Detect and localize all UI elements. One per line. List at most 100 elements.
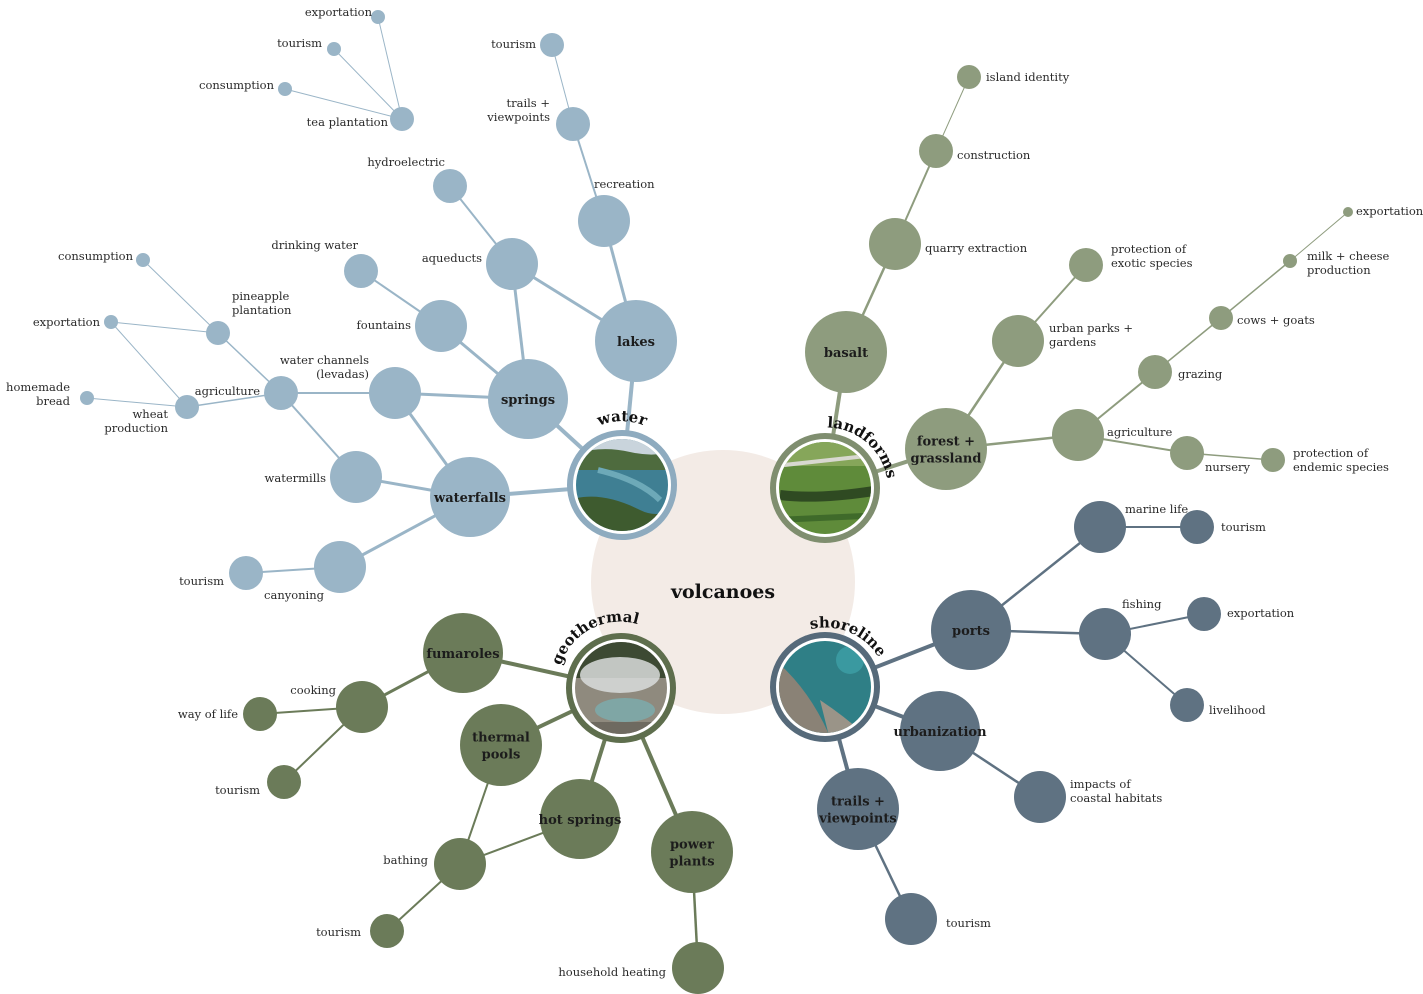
landforms-photo — [779, 442, 871, 534]
node-s_tourism1[interactable] — [1180, 510, 1214, 544]
node-s_livelihood[interactable] — [1170, 688, 1204, 722]
node-g_thermal[interactable] — [460, 704, 542, 786]
node-w_recreation[interactable] — [578, 195, 630, 247]
label-s_livelihood: livelihood — [1209, 703, 1266, 717]
node-s_trails[interactable] — [817, 768, 899, 850]
label-s_trails: trails +viewpoints — [818, 795, 896, 827]
label-l_export: exportation — [1356, 204, 1423, 218]
node-l_milk[interactable] — [1283, 254, 1297, 268]
node-w_waterfalls[interactable] — [430, 457, 510, 537]
node-w_tourism_top[interactable] — [540, 33, 564, 57]
label-w_export1: exportation — [33, 315, 101, 329]
label-g_hotsprings: hot springs — [539, 813, 622, 828]
node-w_drinking[interactable] — [344, 254, 378, 288]
label-g_heating: household heating — [558, 965, 666, 979]
theme-hub-water[interactable]: water — [567, 407, 680, 545]
node-w_export1[interactable] — [104, 315, 118, 329]
node-w_springs[interactable] — [488, 359, 568, 439]
label-l_agri: agriculture — [1107, 425, 1172, 439]
label-s_fishing: fishing — [1122, 597, 1162, 611]
node-w_aqueducts[interactable] — [486, 238, 538, 290]
label-s_export: exportation — [1227, 606, 1295, 620]
label-w_drinking: drinking water — [271, 238, 358, 252]
node-g_power[interactable] — [651, 811, 733, 893]
node-s_export[interactable] — [1187, 597, 1221, 631]
node-l_grazing[interactable] — [1138, 355, 1172, 389]
node-w_agri[interactable] — [264, 376, 298, 410]
node-l_endemic[interactable] — [1261, 448, 1285, 472]
node-w_pineapple[interactable] — [206, 321, 230, 345]
node-g_wayoflife[interactable] — [243, 697, 277, 731]
node-l_basalt[interactable] — [805, 311, 887, 393]
node-s_marine[interactable] — [1074, 501, 1126, 553]
label-g_wayoflife: way of life — [178, 707, 238, 721]
node-g_heating[interactable] — [672, 942, 724, 994]
label-s_tourism2: tourism — [946, 916, 991, 930]
node-l_quarry[interactable] — [869, 218, 921, 270]
node-w_hydro[interactable] — [433, 169, 467, 203]
node-g_fumaroles[interactable] — [423, 613, 503, 693]
edge-w_wheat-w_bread — [86, 397, 188, 408]
label-w_tourism3: tourism — [179, 574, 224, 588]
node-l_exotic[interactable] — [1069, 248, 1103, 282]
theme-hub-shoreline[interactable]: shoreline — [770, 613, 890, 747]
edge-l_cows-l_milk — [1220, 260, 1291, 319]
node-w_fountains[interactable] — [415, 300, 467, 352]
node-w_channels[interactable] — [369, 367, 421, 419]
node-g_cooking[interactable] — [336, 681, 388, 733]
node-g_tourism1[interactable] — [267, 765, 301, 799]
node-l_nursery[interactable] — [1170, 436, 1204, 470]
node-l_forest[interactable] — [905, 408, 987, 490]
node-l_island[interactable] — [957, 65, 981, 89]
node-w_bread[interactable] — [80, 391, 94, 405]
node-w_tea[interactable] — [390, 107, 414, 131]
label-l_construction: construction — [957, 148, 1031, 162]
node-s_fishing[interactable] — [1079, 608, 1131, 660]
label-w_watermills: watermills — [265, 471, 327, 485]
node-w_trails[interactable] — [556, 107, 590, 141]
node-w_consumption2[interactable] — [278, 82, 292, 96]
edge-w_pineapple-w_export1 — [110, 321, 219, 334]
label-w_trails: trails +viewpoints — [486, 96, 550, 124]
label-w_recreation: recreation — [594, 177, 655, 191]
node-g_tourism2[interactable] — [370, 914, 404, 948]
node-s_ports[interactable] — [931, 590, 1011, 670]
node-s_urban[interactable] — [900, 691, 980, 771]
theme-hub-geothermal[interactable]: geothermal — [547, 607, 680, 748]
label-w_hydro: hydroelectric — [367, 155, 445, 169]
theme-hub-landforms[interactable]: landforms — [770, 413, 901, 548]
node-w_tourism2[interactable] — [327, 42, 341, 56]
node-w_export2[interactable] — [371, 10, 385, 24]
node-l_construction[interactable] — [919, 134, 953, 168]
label-g_tourism2: tourism — [316, 925, 361, 939]
node-w_watermills[interactable] — [330, 451, 382, 503]
label-g_cooking: cooking — [290, 683, 336, 697]
node-s_impacts[interactable] — [1014, 771, 1066, 823]
node-g_hotsprings[interactable] — [540, 779, 620, 859]
node-s_tourism2[interactable] — [885, 893, 937, 945]
node-l_urbanparks[interactable] — [992, 315, 1044, 367]
node-l_export[interactable] — [1343, 207, 1353, 217]
edge-w_export1-w_wheat — [110, 321, 188, 408]
node-w_tourism3[interactable] — [229, 556, 263, 590]
node-l_agri[interactable] — [1052, 409, 1104, 461]
theme-label-water: water — [594, 407, 651, 430]
node-w_consumption1[interactable] — [136, 253, 150, 267]
node-l_cows[interactable] — [1209, 306, 1233, 330]
node-g_bathing[interactable] — [434, 838, 486, 890]
node-w_lakes[interactable] — [595, 300, 677, 382]
label-w_agri: agriculture — [195, 384, 260, 398]
label-l_grazing: grazing — [1178, 367, 1223, 381]
node-w_wheat[interactable] — [175, 395, 199, 419]
label-l_island: island identity — [986, 70, 1070, 84]
node-w_canyoning[interactable] — [314, 541, 366, 593]
edge-w_tea-w_consumption2 — [284, 88, 403, 120]
